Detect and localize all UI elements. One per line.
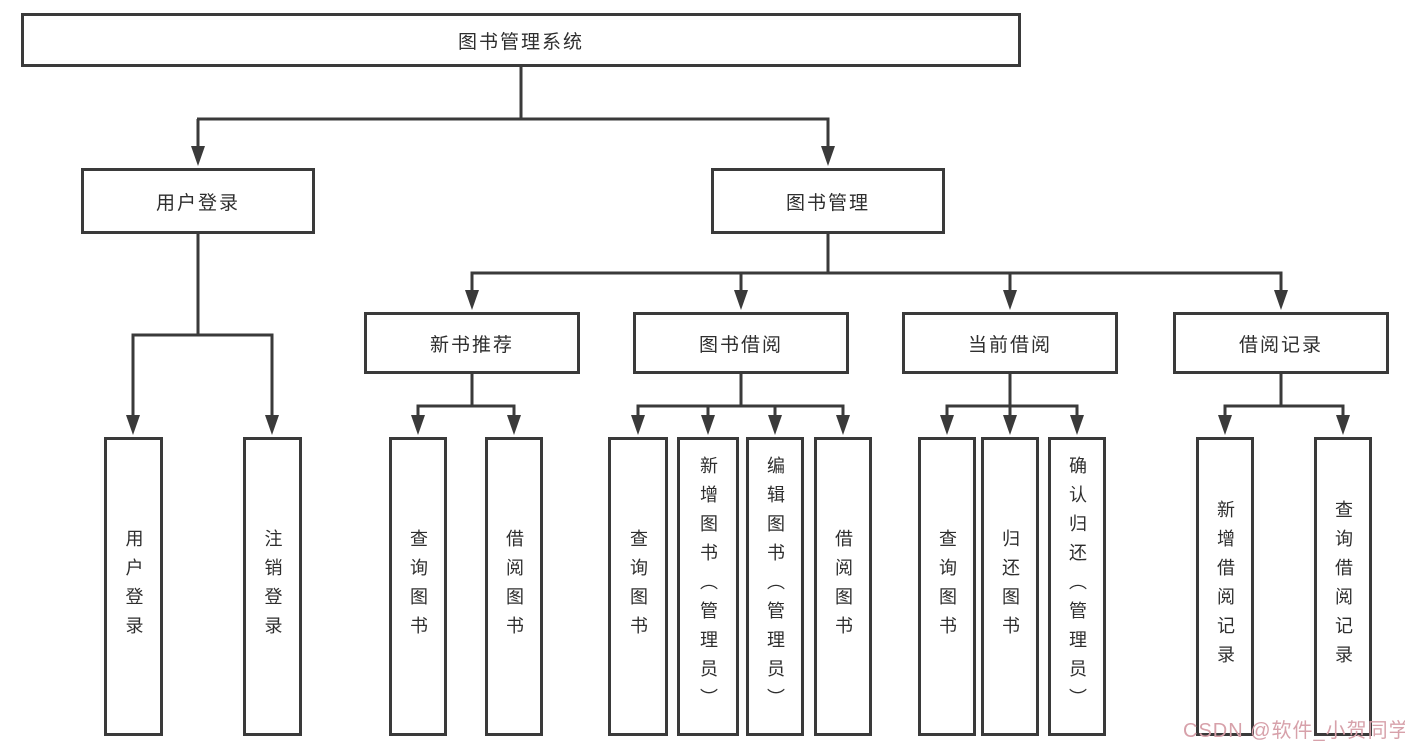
node-current-borrowing: 当前借阅 bbox=[902, 312, 1118, 374]
leaf-query-books-borrowing: 查询图书 bbox=[608, 437, 668, 736]
node-label: 查询借阅记录 bbox=[1333, 499, 1353, 674]
leaf-user-login: 用户登录 bbox=[104, 437, 163, 736]
node-book-borrowing: 图书借阅 bbox=[633, 312, 849, 374]
node-label: 新书推荐 bbox=[429, 334, 514, 356]
csdn-watermark: CSDN @软件_小贺同学 bbox=[1183, 720, 1405, 742]
node-label: 新增借阅记录 bbox=[1215, 499, 1235, 674]
node-root-system: 图书管理系统 bbox=[21, 13, 1021, 67]
node-label: 图书借阅 bbox=[698, 334, 783, 356]
node-label: 借阅图书 bbox=[504, 528, 524, 645]
node-label: 借阅图书 bbox=[833, 528, 853, 645]
node-label: 图书管理系统 bbox=[457, 31, 584, 53]
node-label: 查询图书 bbox=[628, 528, 648, 645]
arrowhead bbox=[631, 415, 645, 435]
node-label: 查询图书 bbox=[937, 528, 957, 645]
node-new-book-recommend: 新书推荐 bbox=[364, 312, 580, 374]
leaf-borrow-books-recommend: 借阅图书 bbox=[485, 437, 543, 736]
connector-lines bbox=[131, 67, 1345, 419]
arrowhead bbox=[1274, 290, 1288, 310]
arrowhead bbox=[126, 415, 140, 435]
arrowhead bbox=[836, 415, 850, 435]
arrowhead bbox=[465, 290, 479, 310]
leaf-query-borrow-record: 查询借阅记录 bbox=[1314, 437, 1372, 736]
arrowhead bbox=[1336, 415, 1350, 435]
node-borrowing-records: 借阅记录 bbox=[1173, 312, 1389, 374]
node-label: 查询图书 bbox=[408, 528, 428, 645]
leaf-borrow-books: 借阅图书 bbox=[814, 437, 872, 736]
arrowhead bbox=[1218, 415, 1232, 435]
leaf-confirm-return-admin: 确认归还（管理员） bbox=[1048, 437, 1106, 736]
node-label: 注销登录 bbox=[262, 528, 283, 645]
leaf-query-books-current: 查询图书 bbox=[918, 437, 976, 736]
leaf-return-book: 归还图书 bbox=[981, 437, 1039, 736]
node-label: 用户登录 bbox=[155, 192, 240, 214]
node-label: 当前借阅 bbox=[967, 334, 1052, 356]
node-label: 确认归还（管理员） bbox=[1067, 456, 1087, 717]
arrowhead bbox=[734, 290, 748, 310]
leaf-add-borrow-record: 新增借阅记录 bbox=[1196, 437, 1254, 736]
arrowhead bbox=[768, 415, 782, 435]
arrowhead bbox=[940, 415, 954, 435]
leaf-query-books-recommend: 查询图书 bbox=[389, 437, 447, 736]
node-user-login-module: 用户登录 bbox=[81, 168, 315, 234]
leaf-edit-book-admin: 编辑图书（管理员） bbox=[746, 437, 804, 736]
arrowhead bbox=[1070, 415, 1084, 435]
arrowhead bbox=[1003, 290, 1017, 310]
arrowhead bbox=[701, 415, 715, 435]
node-label: 用户登录 bbox=[123, 528, 144, 645]
node-label: 新增图书（管理员） bbox=[698, 456, 718, 717]
arrowhead bbox=[411, 415, 425, 435]
node-label: 编辑图书（管理员） bbox=[765, 456, 785, 717]
leaf-logout-login: 注销登录 bbox=[243, 437, 302, 736]
arrowhead bbox=[191, 146, 205, 166]
arrowhead bbox=[1003, 415, 1017, 435]
node-label: 归还图书 bbox=[1000, 528, 1020, 645]
leaf-add-book-admin: 新增图书（管理员） bbox=[677, 437, 739, 736]
arrowhead bbox=[265, 415, 279, 435]
node-book-management-module: 图书管理 bbox=[711, 168, 945, 234]
node-label: 图书管理 bbox=[785, 192, 870, 214]
arrowhead bbox=[821, 146, 835, 166]
arrowhead bbox=[507, 415, 521, 435]
node-label: 借阅记录 bbox=[1238, 334, 1323, 356]
